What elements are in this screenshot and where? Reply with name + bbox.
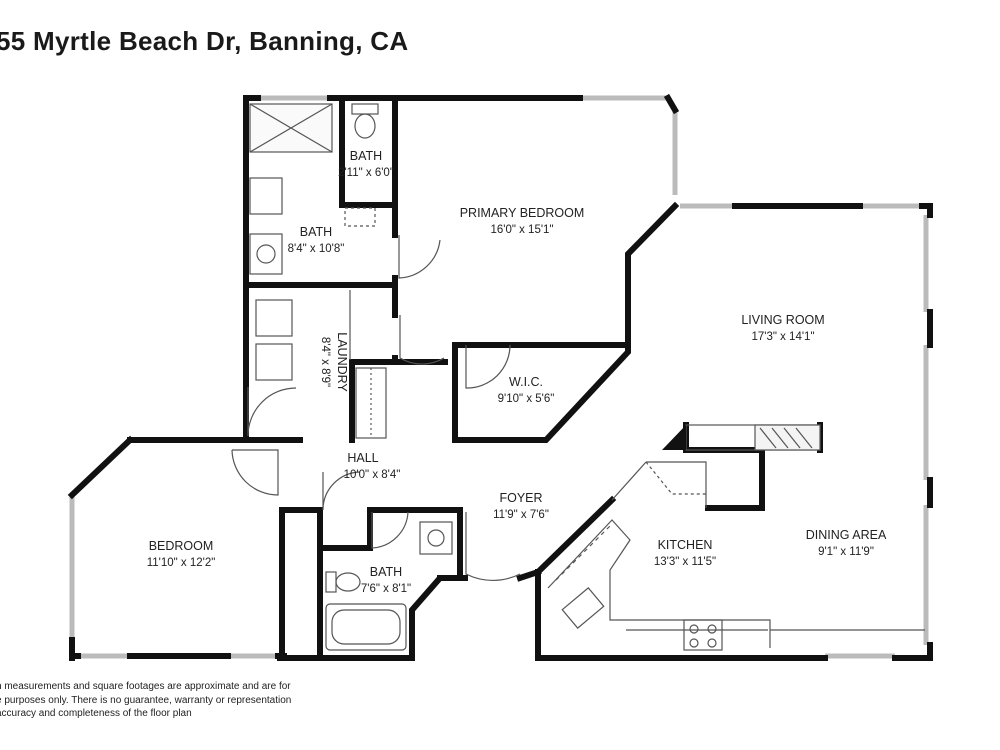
room-dims-laundry: 8'4" x 8'9": [319, 337, 331, 387]
fireplace-hearth: [662, 425, 686, 450]
room-dims-bedroom: 11'10" x 12'2": [147, 557, 216, 569]
room-name-dining-area: DINING AREA: [806, 528, 887, 542]
room-name-laundry: LAUNDRY: [335, 332, 349, 392]
property-address-title: 55 Myrtle Beach Dr, Banning, CA: [0, 26, 409, 56]
disclaimer-line-2: e purposes only. There is no guarantee, …: [0, 694, 292, 706]
room-name-primary-bedroom: PRIMARY BEDROOM: [460, 206, 585, 220]
windows: [69, 95, 929, 659]
room-dims-bath-hall: 7'6" x 8'1": [361, 583, 411, 595]
room-name-kitchen: KITCHEN: [658, 538, 713, 552]
disclaimer-line-1: n measurements and square footages are a…: [0, 681, 291, 692]
room-dims-wic: 9'10" x 5'6": [498, 393, 555, 405]
room-dims-dining-area: 9'1" x 11'9": [818, 546, 874, 558]
room-name-wic: W.I.C.: [509, 375, 543, 389]
room-name-bedroom: BEDROOM: [149, 539, 214, 553]
room-dims-hall: 10'0" x 8'4": [344, 469, 401, 481]
fixtures: [249, 103, 925, 651]
room-name-bath-small: BATH: [350, 149, 382, 163]
room-dims-bath-small: 2'11" x 6'0": [338, 167, 394, 179]
room-dims-kitchen: 13'3" x 11'5": [654, 556, 716, 568]
room-name-hall: HALL: [347, 451, 378, 465]
room-name-living-room: LIVING ROOM: [741, 313, 824, 327]
room-name-foyer: FOYER: [499, 491, 542, 505]
walls: [67, 93, 933, 661]
room-dims-living-room: 17'3" x 14'1": [751, 331, 814, 343]
room-dims-bath-primary: 8'4" x 10'8": [288, 243, 345, 255]
floor-plan-disclaimer: n measurements and square footages are a…: [0, 680, 336, 721]
room-name-bath-hall: BATH: [370, 565, 402, 579]
room-dims-foyer: 11'9" x 7'6": [493, 509, 549, 521]
doors: [231, 235, 521, 581]
disclaimer-line-3: accuracy and completeness of the floor p…: [0, 708, 192, 719]
room-dims-primary-bedroom: 16'0" x 15'1": [490, 224, 553, 236]
room-name-bath-primary: BATH: [300, 225, 332, 239]
